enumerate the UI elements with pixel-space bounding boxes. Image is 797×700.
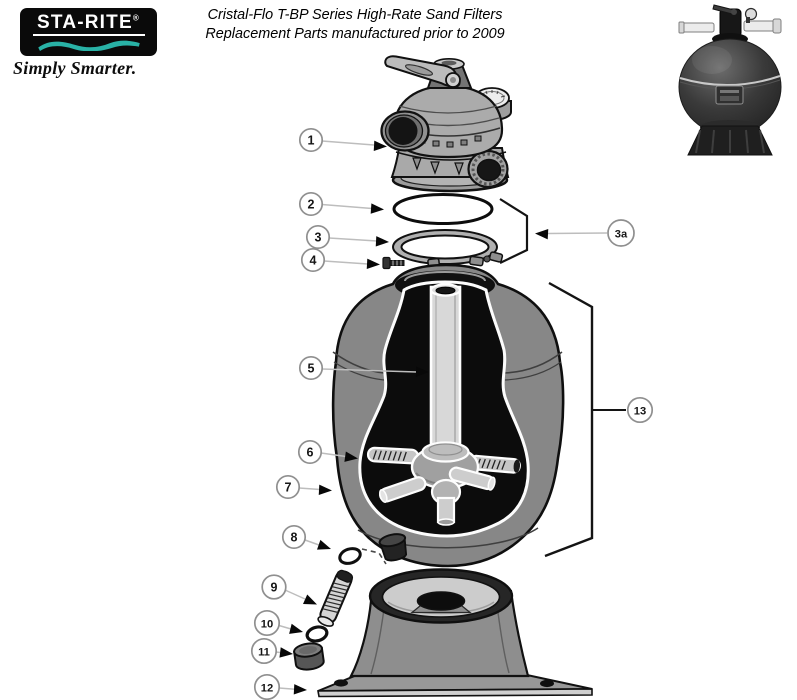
callout-5: 5 [298, 355, 429, 381]
callout-11: 11 [250, 637, 293, 665]
product-photo [678, 4, 782, 156]
svg-text:8: 8 [291, 531, 298, 545]
svg-text:13: 13 [634, 406, 646, 418]
part-drain-oring [338, 547, 362, 565]
bracket-clamp-group [499, 198, 529, 264]
callout-6: 6 [297, 439, 358, 465]
svg-text:3a: 3a [615, 229, 628, 241]
svg-text:1: 1 [308, 134, 315, 148]
callout-7: 7 [275, 474, 332, 500]
part-tank-oring [392, 193, 494, 225]
tank-drain-port [378, 533, 408, 562]
part-drain-pipe [317, 569, 354, 627]
svg-text:9: 9 [271, 581, 278, 595]
callout-9: 9 [261, 574, 317, 605]
svg-text:10: 10 [261, 619, 273, 631]
brand-tagline: Simply Smarter. [13, 58, 137, 78]
photo-tank [678, 38, 782, 136]
bracket-tank-assembly [544, 281, 626, 558]
callout-4: 4 [300, 247, 380, 273]
callout-3: 3 [305, 224, 389, 250]
part-multiport-valve [380, 55, 512, 193]
callout-1: 1 [298, 127, 387, 153]
part-clamp-ring [391, 229, 504, 268]
part-base [317, 568, 593, 698]
sta-rite-logo: STA-RITE® [20, 8, 157, 56]
part-filter-tank [331, 263, 565, 568]
callout-2: 2 [298, 191, 384, 217]
svg-text:3: 3 [315, 231, 322, 245]
svg-text:7: 7 [285, 481, 292, 495]
photo-valve [678, 4, 782, 45]
callout-3a: 3a [535, 219, 635, 247]
photo-base [687, 120, 773, 156]
svg-text:4: 4 [310, 254, 317, 268]
logo-wave-icon [37, 40, 140, 51]
part-drain-cap-oring [305, 625, 329, 643]
callout-13: 13 [626, 396, 654, 424]
callout-10: 10 [253, 609, 303, 637]
svg-text:5: 5 [308, 362, 315, 376]
logo-divider [32, 34, 145, 36]
part-standpipe [421, 283, 470, 463]
svg-text:11: 11 [258, 647, 270, 659]
callout-12: 12 [253, 673, 307, 700]
title-line-1: Cristal-Flo T-BP Series High-Rate Sand F… [207, 7, 503, 23]
valve-handle [384, 55, 461, 89]
registered-mark: ® [132, 13, 140, 23]
callout-8: 8 [281, 524, 331, 550]
part-clamp-screw [382, 256, 405, 270]
svg-text:2: 2 [308, 198, 315, 212]
svg-text:6: 6 [307, 446, 314, 460]
brand-name: STA-RITE® [37, 12, 140, 33]
svg-text:12: 12 [261, 683, 273, 695]
page-title: Cristal-Flo T-BP Series High-Rate Sand F… [150, 6, 560, 44]
title-line-2: Replacement Parts manufactured prior to … [205, 26, 505, 42]
part-drain-cap [293, 642, 325, 671]
